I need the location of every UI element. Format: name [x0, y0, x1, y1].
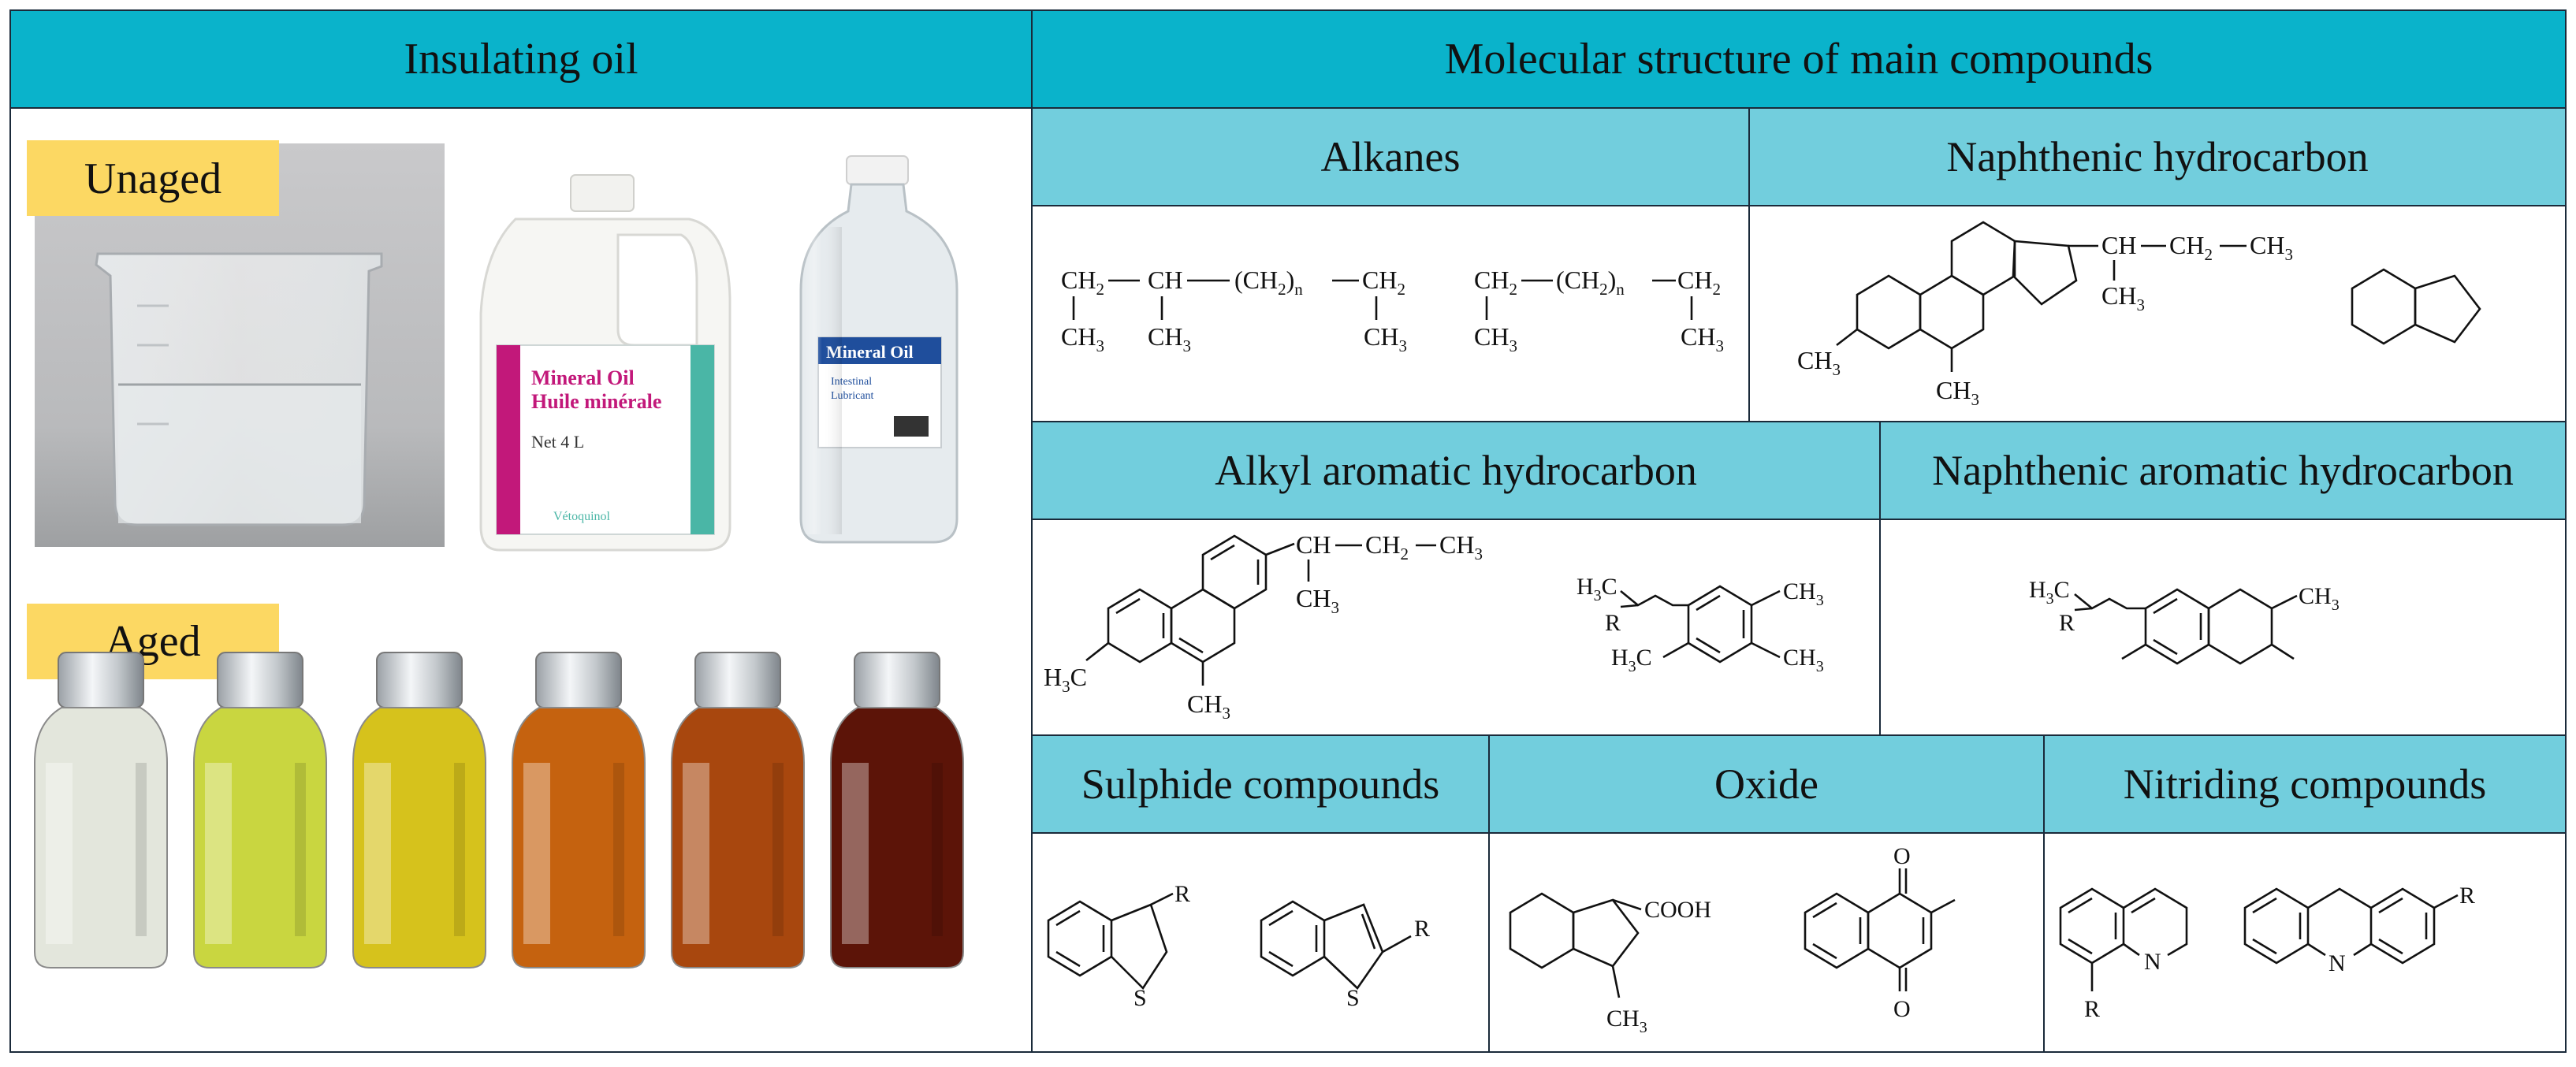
header-insulating-oil-text: Insulating oil	[404, 35, 638, 84]
category-alkanes: Alkanes	[1031, 107, 1750, 206]
category-naphthenic-aromatic: Naphthenic aromatic hydrocarbon	[1879, 421, 2567, 520]
svg-text:CH3: CH3	[2250, 231, 2293, 264]
jug-label-line1: Mineral Oil	[531, 366, 635, 389]
svg-text:CH3: CH3	[1681, 322, 1724, 355]
svg-text:CH3: CH3	[1187, 690, 1230, 723]
oxide-svg: COOH CH3 O O	[1509, 843, 1956, 1036]
svg-text:R: R	[2459, 883, 2475, 909]
unaged-tag-bg	[27, 140, 279, 216]
aged-oil-vial	[352, 652, 486, 968]
svg-text:CH3: CH3	[1606, 1006, 1647, 1036]
svg-text:H3C: H3C	[1576, 574, 1617, 604]
naphthenic-structures: CH CH2 CH3 CH3 CH3 CH3	[1748, 205, 2567, 422]
category-naphthenic-text: Naphthenic hydrocarbon	[1946, 133, 2369, 180]
svg-text:CH3: CH3	[2299, 583, 2340, 614]
category-oxide-text: Oxide	[1714, 760, 1818, 808]
svg-text:CH3: CH3	[1474, 322, 1517, 355]
svg-text:R: R	[1414, 916, 1430, 942]
jug-label-brand: Vétoquinol	[553, 510, 611, 523]
insulating-oil-panel: Unaged Mineral Oil Huile minérale Net 4 …	[9, 107, 1033, 1053]
svg-text:COOH: COOH	[1644, 897, 1711, 923]
oxide-structures: COOH CH3 O O	[1488, 832, 2045, 1053]
sulphide-structures: S R S R	[1031, 832, 1490, 1053]
alkyl-aromatic-structures: CH CH2 CH3 CH3 H3C CH3 H3C R CH3 CH3 H3C	[1031, 519, 1881, 736]
svg-text:CH3: CH3	[1439, 530, 1483, 563]
svg-text:CH: CH	[1148, 266, 1182, 294]
svg-text:CH: CH	[2101, 231, 2136, 259]
category-alkyl-aromatic-text: Alkyl aromatic hydrocarbon	[1215, 447, 1697, 494]
svg-text:CH2: CH2	[1061, 266, 1104, 299]
category-nitriding-text: Nitriding compounds	[2123, 760, 2487, 808]
naphthenic-aromatic-svg: H3C R CH3	[2029, 577, 2340, 665]
mineral-oil-jug: Mineral Oil Huile minérale Net 4 L Vétoq…	[479, 174, 731, 552]
beaker	[95, 252, 383, 526]
nitriding-svg: N R N R	[2059, 883, 2475, 1022]
oil-photos: Unaged Mineral Oil Huile minérale Net 4 …	[27, 140, 964, 968]
svg-text:R: R	[1605, 610, 1621, 636]
aged-oil-vial	[671, 652, 805, 968]
svg-text:(CH2)n: (CH2)n	[1234, 266, 1303, 299]
svg-text:CH: CH	[1296, 530, 1331, 559]
svg-text:R: R	[2059, 610, 2075, 636]
nitriding-structures: N R N R	[2043, 832, 2567, 1053]
naphthenic-aromatic-structures: H3C R CH3	[1879, 519, 2567, 736]
svg-text:H3C: H3C	[2029, 577, 2070, 608]
alkanes-svg: CH2 CH (CH2)n CH2 CH3 CH3 CH3 CH2 (CH2)n…	[1061, 266, 1724, 355]
svg-text:CH3: CH3	[1783, 578, 1824, 609]
svg-text:O: O	[1893, 843, 1911, 869]
header-molecular-structure-text: Molecular structure of main compounds	[1444, 35, 2153, 84]
sulphide-svg: S R S R	[1047, 881, 1430, 1011]
svg-text:CH3: CH3	[1936, 376, 1979, 409]
svg-text:H3C: H3C	[1044, 663, 1087, 696]
svg-text:CH2: CH2	[1362, 266, 1405, 299]
svg-text:O: O	[1893, 996, 1911, 1022]
svg-text:CH3: CH3	[2101, 281, 2145, 314]
category-alkyl-aromatic: Alkyl aromatic hydrocarbon	[1031, 421, 1881, 520]
svg-text:N: N	[2328, 950, 2346, 976]
svg-text:CH3: CH3	[1783, 645, 1824, 675]
naphthenic-svg: CH CH2 CH3 CH3 CH3 CH3	[1797, 221, 2481, 409]
aged-vials	[34, 652, 964, 968]
unaged-tag: Unaged	[84, 154, 221, 203]
svg-text:CH2: CH2	[2169, 231, 2213, 264]
aged-oil-vial	[512, 652, 646, 968]
alkanes-structures: CH2 CH (CH2)n CH2 CH3 CH3 CH3 CH2 (CH2)n…	[1031, 205, 1750, 422]
svg-text:S: S	[1134, 985, 1147, 1011]
svg-text:CH3: CH3	[1364, 322, 1407, 355]
category-nitriding: Nitriding compounds	[2043, 734, 2567, 834]
category-naphthenic: Naphthenic hydrocarbon	[1748, 107, 2567, 206]
svg-text:CH2: CH2	[1677, 266, 1721, 299]
svg-text:CH2: CH2	[1365, 530, 1409, 563]
svg-text:N: N	[2144, 949, 2161, 975]
category-sulphide-text: Sulphide compounds	[1081, 760, 1440, 808]
category-naphthenic-aromatic-text: Naphthenic aromatic hydrocarbon	[1932, 447, 2514, 494]
alkyl-aromatic-svg: CH CH2 CH3 CH3 H3C CH3 H3C R CH3 CH3 H3C	[1044, 530, 1824, 723]
category-sulphide: Sulphide compounds	[1031, 734, 1490, 834]
jug-label-line2: Huile minérale	[531, 390, 661, 413]
svg-text:CH3: CH3	[1797, 346, 1841, 379]
header-insulating-oil: Insulating oil	[9, 9, 1033, 109]
svg-text:R: R	[1174, 881, 1190, 907]
svg-text:CH3: CH3	[1296, 584, 1339, 617]
jug-label-net: Net 4 L	[531, 432, 584, 452]
svg-text:CH3: CH3	[1148, 322, 1191, 355]
aged-oil-vial	[193, 652, 327, 968]
aged-oil-vial	[830, 652, 964, 968]
header-molecular-structure: Molecular structure of main compounds	[1031, 9, 2567, 109]
svg-text:H3C: H3C	[1611, 645, 1652, 675]
svg-text:R: R	[2084, 996, 2100, 1022]
svg-text:(CH2)n: (CH2)n	[1556, 266, 1625, 299]
svg-text:CH2: CH2	[1474, 266, 1517, 299]
mineral-oil-bottle: Mineral Oil Intestinal Lubricant	[799, 155, 959, 544]
aged-oil-vial	[34, 652, 168, 968]
category-oxide: Oxide	[1488, 734, 2045, 834]
svg-text:CH3: CH3	[1061, 322, 1104, 355]
category-alkanes-text: Alkanes	[1320, 133, 1461, 180]
svg-text:S: S	[1346, 985, 1360, 1011]
